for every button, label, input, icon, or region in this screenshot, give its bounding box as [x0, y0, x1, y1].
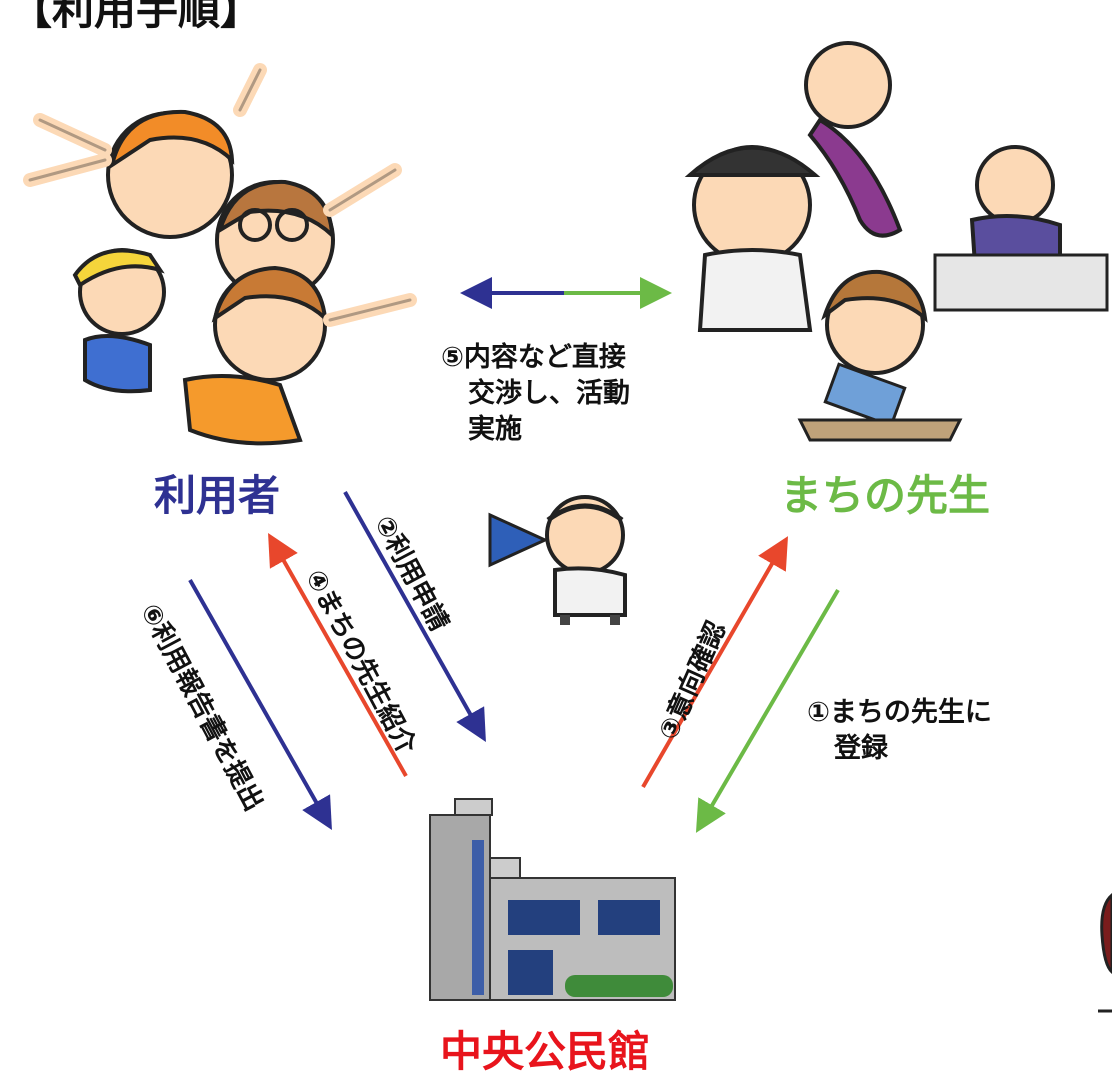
arrow-step1: [695, 588, 840, 833]
arrow-step4: [268, 533, 408, 777]
node-label-teachers: まちの先生: [780, 471, 991, 520]
node-label-center: 中央公民館: [440, 1027, 651, 1076]
building-illustration: [429, 798, 676, 1001]
announcer-illustration: [488, 495, 627, 625]
node-label-users: 利用者: [154, 471, 281, 520]
arrow-step3: [641, 536, 789, 789]
edge-illustration-fragment: [1100, 893, 1112, 974]
arrow-step2: [343, 491, 486, 742]
step5-label: ⑤内容など直接 交渉し、活動 実施: [441, 342, 630, 445]
step1-label: ①まちの先生に 登録: [807, 697, 992, 764]
page-title: 【利用手順】: [10, 0, 263, 34]
users-illustration: [23, 63, 417, 446]
arrow-step6: [188, 579, 332, 830]
teachers-illustration: [684, 41, 1109, 442]
